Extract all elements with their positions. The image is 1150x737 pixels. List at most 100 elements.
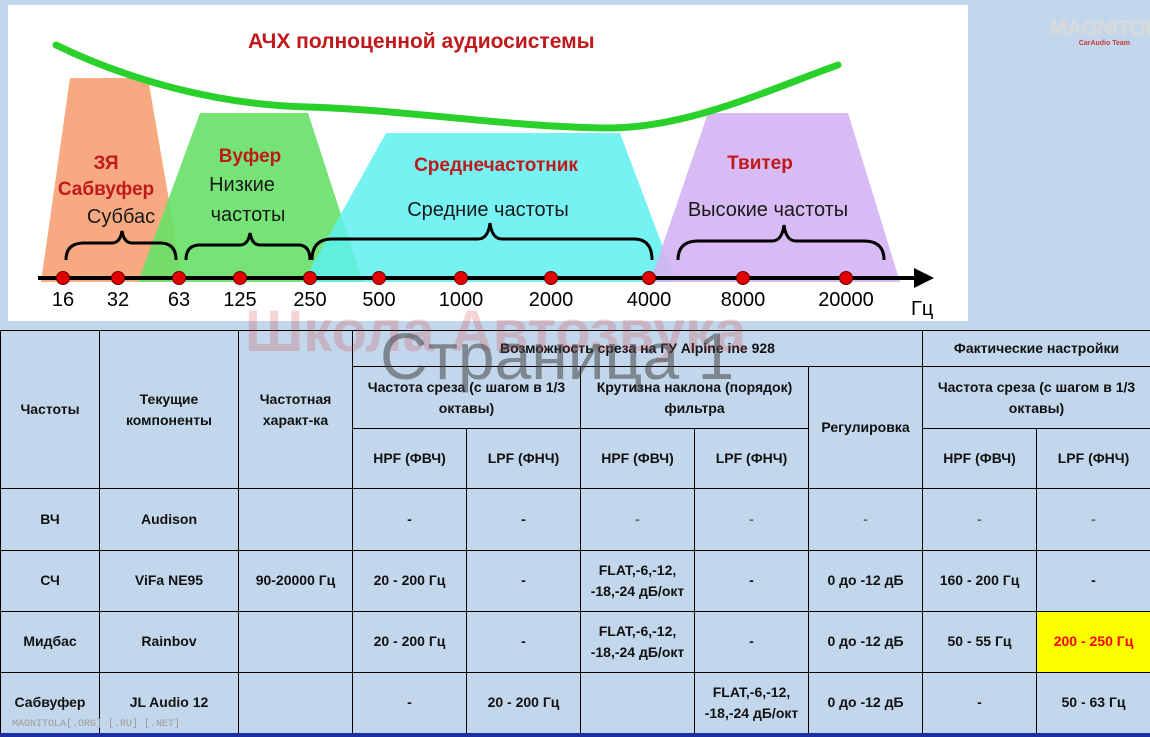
table-row: СЧ ViFa NE95 90-20000 Гц 20 - 200 Гц - F… [0, 549, 1150, 612]
cell-component: JL Audio 12 [99, 671, 239, 735]
table-row: ВЧ Audison - - - - - - - [0, 488, 1150, 551]
frequency-response-diagram: АЧХ полноценной аудиосистемы ЗЯ Сабвуфер… [8, 5, 968, 321]
crossover-settings-table: Частоты Текущие компоненты Частотная хар… [0, 329, 1150, 735]
cell-component: Rainbov [99, 610, 239, 673]
header-cap-hpf: HPF (ФВЧ) [352, 428, 467, 490]
cell-band: Сабвуфер [0, 671, 100, 735]
frequency-marker [372, 271, 386, 285]
frequency-marker [736, 271, 750, 285]
header-components: Текущие компоненты [99, 329, 239, 490]
woofer-brace [184, 232, 312, 261]
cell-band: ВЧ [0, 488, 100, 551]
cell-act-hpf: - [922, 671, 1038, 735]
midrange-subtitle: Средние частоты [407, 199, 569, 221]
header-capabilities: Возможность среза на ГУ Alpine ine 928 [351, 329, 924, 368]
magnitola-logo: MAGNITOLA CarAudio Team [1050, 17, 1150, 52]
tweeter-title: Твитер [727, 153, 793, 174]
site-watermark: MAGNITOLA[.ORG] [.RU] [.NET] [12, 719, 181, 730]
cell-act-lpf-highlighted: 200 - 250 Гц [1036, 610, 1150, 673]
woofer-subtitle-line1: Низкие [209, 174, 275, 196]
cell-adjust: - [807, 488, 924, 551]
cell-response [238, 671, 353, 735]
cell-response: 90-20000 Гц [238, 549, 353, 612]
midrange-band [303, 133, 676, 282]
frequency-marker [56, 271, 70, 285]
cell-slope-lpf: - [694, 610, 809, 673]
cell-response [238, 610, 353, 673]
subwoofer-band [41, 78, 183, 282]
frequency-label: 32 [107, 289, 129, 311]
tweeter-band [650, 113, 900, 282]
cell-cap-hpf: - [352, 488, 467, 551]
subwoofer-brace [64, 230, 178, 261]
subwoofer-subtitle: Суббас [87, 206, 155, 228]
frequency-label: 2000 [529, 289, 574, 311]
cell-adjust: 0 до -12 дБ [807, 671, 924, 735]
header-actual: Фактические настройки [922, 329, 1150, 368]
woofer-subtitle-line2: частоты [211, 204, 286, 226]
frequency-marker [642, 271, 656, 285]
cell-act-lpf: - [1036, 549, 1150, 612]
header-cap-lpf: LPF (ФНЧ) [466, 428, 581, 490]
midrange-title: Среднечастотник [414, 155, 578, 176]
diagram-title: АЧХ полноценной аудиосистемы [248, 30, 595, 53]
header-act-hpf: HPF (ФВЧ) [922, 428, 1038, 490]
cell-cap-lpf: - [466, 549, 581, 612]
cell-slope-hpf [580, 671, 695, 735]
cell-band: Мидбас [0, 610, 100, 673]
cell-slope-lpf: FLAT,-6,-12, -18,-24 дБ/окт [694, 671, 809, 735]
cell-band: СЧ [0, 549, 100, 612]
frequency-label: 4000 [627, 289, 672, 311]
midrange-brace [310, 222, 654, 261]
header-response: Частотная характ-ка [238, 329, 353, 490]
axis-arrow [914, 268, 934, 288]
frequency-marker [233, 271, 247, 285]
cell-slope-hpf: FLAT,-6,-12, -18,-24 дБ/окт [580, 610, 695, 673]
frequency-label: 500 [362, 289, 395, 311]
frequency-label: 125 [223, 289, 256, 311]
frequency-label: 250 [293, 289, 326, 311]
logo-subtitle: CarAudio Team [1078, 40, 1130, 47]
cell-cap-lpf: - [466, 610, 581, 673]
frequency-marker [111, 271, 125, 285]
axis-unit: Гц [911, 298, 933, 320]
header-slope-hpf: HPF (ФВЧ) [580, 428, 695, 490]
cell-adjust: 0 до -12 дБ [807, 610, 924, 673]
header-frequencies: Частоты [0, 329, 100, 490]
header-slope-lpf: LPF (ФНЧ) [694, 428, 809, 490]
tweeter-brace [676, 224, 886, 261]
cell-act-lpf: - [1036, 488, 1150, 551]
frequency-label: 63 [168, 289, 190, 311]
frequency-marker [839, 271, 853, 285]
cell-slope-hpf: FLAT,-6,-12, -18,-24 дБ/окт [580, 549, 695, 612]
logo-text: MAGNITOLA [1050, 17, 1150, 40]
cell-cap-lpf: - [466, 488, 581, 551]
table-row: Мидбас Rainbov 20 - 200 Гц - FLAT,-6,-12… [0, 610, 1150, 673]
frequency-label: 16 [52, 289, 74, 311]
cell-cap-hpf: - [352, 671, 467, 735]
header-adjust: Регулировка [807, 366, 924, 490]
cell-slope-lpf: - [694, 488, 809, 551]
cell-act-lpf: 50 - 63 Гц [1036, 671, 1150, 735]
cell-act-hpf: - [922, 488, 1038, 551]
header-actual-cutoff: Частота среза (с шагом в 1/3 октавы) [922, 366, 1150, 430]
header-slope: Крутизна наклона (порядок) фильтра [580, 366, 809, 430]
subwoofer-title-line2: Сабвуфер [58, 179, 154, 200]
cell-component: Audison [99, 488, 239, 551]
cell-slope-hpf: - [580, 488, 695, 551]
woofer-title: Вуфер [219, 146, 282, 167]
table-row: Сабвуфер JL Audio 12 - 20 - 200 Гц FLAT,… [0, 671, 1150, 735]
header-cutoff: Частота среза (с шагом в 1/3 октавы) [352, 366, 581, 430]
cell-component: ViFa NE95 [99, 549, 239, 612]
subwoofer-title-line1: ЗЯ [93, 153, 118, 174]
cell-cap-hpf: 20 - 200 Гц [352, 549, 467, 612]
frequency-label: 20000 [818, 289, 874, 311]
cell-slope-lpf: - [694, 549, 809, 612]
header-act-lpf: LPF (ФНЧ) [1036, 428, 1150, 490]
bottom-border [0, 733, 1150, 737]
response-curve [52, 41, 842, 132]
tweeter-subtitle: Высокие частоты [688, 199, 848, 221]
frequency-marker [454, 271, 468, 285]
frequency-marker [303, 271, 317, 285]
